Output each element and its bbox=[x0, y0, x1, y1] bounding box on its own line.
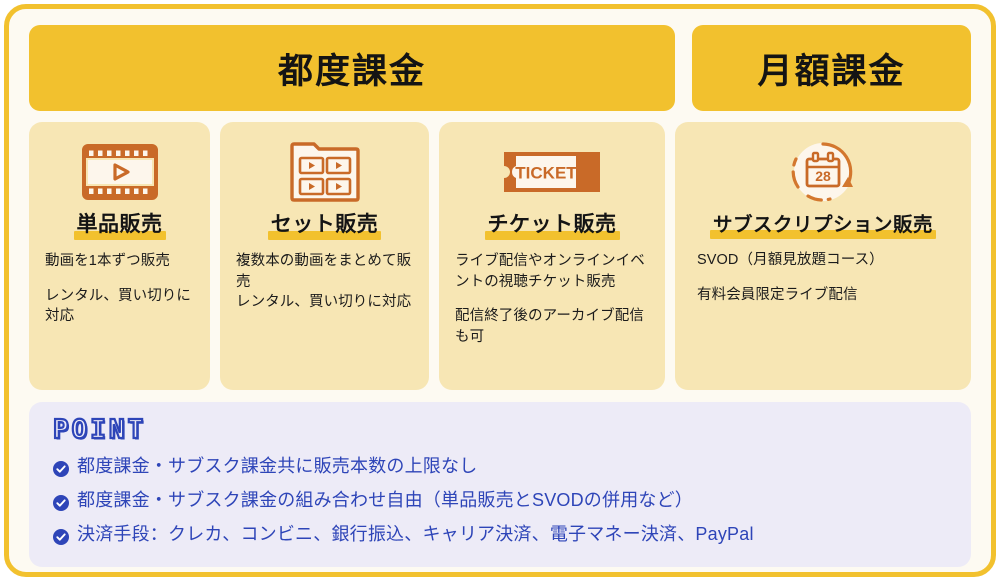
billing-type-banner-row: 都度課金 月額課金 bbox=[29, 25, 971, 111]
title-highlight-bar bbox=[267, 231, 382, 240]
sales-method-card-row: 単品販売 動画を1本ずつ販売 レンタル、買い切りに対応 bbox=[29, 122, 971, 390]
card-set-sale-title: セット販売 bbox=[267, 208, 382, 241]
calendar-recurring-icon: 28 bbox=[786, 136, 860, 208]
card-ticket-sale-title: チケット販売 bbox=[484, 208, 620, 241]
banner-monthly-label: 月額課金 bbox=[757, 51, 906, 91]
card-subscription-sale-body: SVOD（月額見放題コース） 有料会員限定ライブ配信 bbox=[691, 250, 955, 305]
banner-monthly-billing: 月額課金 bbox=[692, 25, 971, 111]
card-body-line: レンタル、買い切りに対応 bbox=[45, 287, 191, 325]
card-body-line: 有料会員限定ライブ配信 bbox=[697, 286, 858, 303]
card-set-sale-body: 複数本の動画をまとめて販売 レンタル、買い切りに対応 bbox=[236, 251, 413, 313]
check-circle-icon bbox=[53, 491, 69, 520]
point-box: POINT 都度課金・サブスク課金共に販売本数の上限なし bbox=[29, 402, 971, 568]
point-item-label: 都度課金・サブスク課金共に販売本数の上限なし bbox=[77, 456, 478, 476]
check-circle-icon bbox=[53, 457, 69, 486]
card-subscription-sale: 28 サブスクリプション販売 SVOD（月額見放題コース） 有料会員限定ライブ配… bbox=[675, 122, 971, 390]
card-single-sale-title: 単品販売 bbox=[73, 208, 166, 241]
point-item-label: 決済手段：クレカ、コンビニ、銀行振込、キャリア決済、電子マネー決済、PayPal bbox=[77, 524, 754, 545]
ticket-icon-label: TICKET bbox=[515, 164, 577, 183]
check-circle-icon bbox=[53, 525, 69, 554]
card-body-line: 配信終了後のアーカイブ配信も可 bbox=[455, 308, 644, 345]
title-highlight-bar bbox=[73, 231, 166, 240]
card-set-sale: セット販売 複数本の動画をまとめて販売 レンタル、買い切りに対応 bbox=[220, 122, 429, 390]
card-ticket-sale: TICKET チケット販売 ライブ配信やオンラインイベントの視聴チケット販売 配… bbox=[439, 122, 665, 390]
card-body-line: 複数本の動画をまとめて販売 bbox=[236, 253, 412, 290]
card-subscription-sale-title: サブスクリプション販売 bbox=[709, 208, 936, 240]
list-item: 都度課金・サブスク課金の組み合わせ自由（単品販売とSVODの併用など） bbox=[53, 486, 953, 520]
card-single-sale-body: 動画を1本ずつ販売 レンタル、買い切りに対応 bbox=[45, 251, 194, 327]
point-heading: POINT bbox=[52, 414, 147, 446]
card-single-sale: 単品販売 動画を1本ずつ販売 レンタル、買い切りに対応 bbox=[29, 122, 210, 390]
card-body-line: SVOD（月額見放題コース） bbox=[697, 252, 884, 268]
infographic-container: 都度課金 月額課金 bbox=[4, 4, 996, 577]
point-list: 都度課金・サブスク課金共に販売本数の上限なし 都度課金・サブスク課金の組み合わせ… bbox=[53, 452, 953, 554]
card-body-line: 動画を1本ずつ販売 bbox=[45, 253, 170, 269]
ticket-icon: TICKET bbox=[500, 136, 604, 208]
film-strip-play-icon bbox=[81, 136, 158, 208]
banner-one-time-label: 都度課金 bbox=[277, 51, 426, 91]
title-highlight-bar bbox=[709, 230, 936, 239]
banner-one-time-billing: 都度課金 bbox=[29, 25, 675, 111]
card-ticket-sale-body: ライブ配信やオンラインイベントの視聴チケット販売 配信終了後のアーカイブ配信も可 bbox=[455, 251, 649, 347]
calendar-day-label: 28 bbox=[815, 168, 831, 184]
card-body-line: レンタル、買い切りに対応 bbox=[236, 294, 412, 311]
list-item: 都度課金・サブスク課金共に販売本数の上限なし bbox=[53, 452, 953, 486]
folder-videos-icon bbox=[289, 136, 361, 208]
card-body-line: ライブ配信やオンラインイベントの視聴チケット販売 bbox=[455, 253, 645, 290]
point-item-label: 都度課金・サブスク課金の組み合わせ自由（単品販売とSVODの併用など） bbox=[77, 490, 694, 511]
title-highlight-bar bbox=[484, 231, 620, 240]
list-item: 決済手段：クレカ、コンビニ、銀行振込、キャリア決済、電子マネー決済、PayPal bbox=[53, 520, 953, 554]
